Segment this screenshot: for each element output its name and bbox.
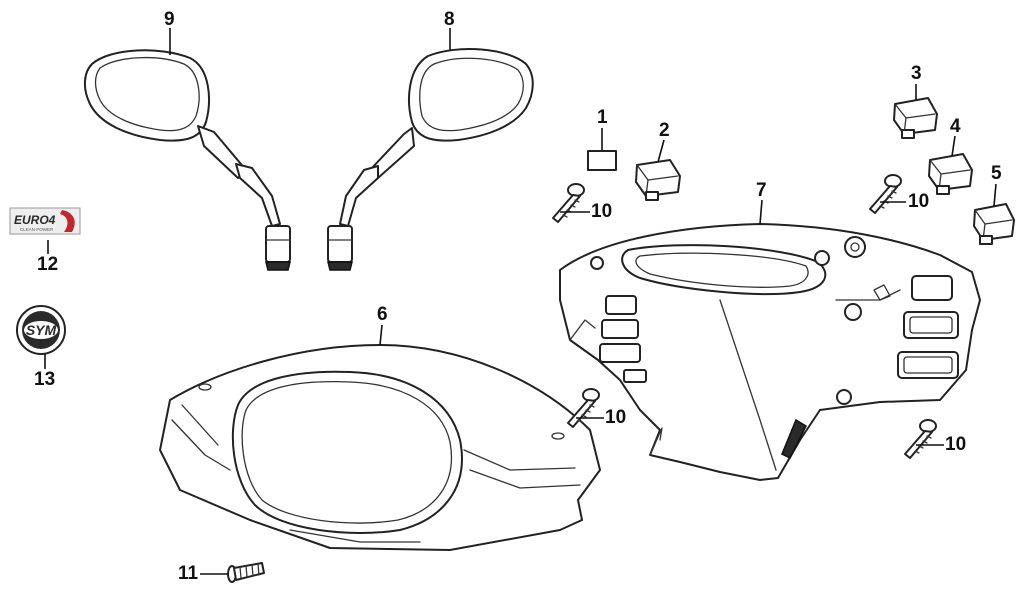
part-10-screw-lower-right (904, 419, 937, 459)
part-10-screw-upper-right (869, 174, 902, 214)
part-2-clip (635, 159, 681, 201)
part-12-euro4-badge: EURO4 CLEAN POWER (9, 207, 81, 235)
part-6-front-cover (159, 344, 601, 551)
callout-5: 5 (991, 163, 1002, 184)
leader-5 (993, 183, 997, 207)
callout-12: 12 (37, 254, 59, 275)
callout-10-upper-right: 10 (908, 191, 930, 212)
callout-8: 8 (444, 9, 455, 30)
part-10-screw-middle (567, 388, 600, 428)
euro4-badge-text: EURO4 (14, 213, 56, 227)
leader-4 (951, 135, 956, 157)
leader-6 (379, 324, 383, 346)
part-13-sym-logo: SYM (16, 305, 66, 355)
part-3-clip (893, 97, 938, 139)
sym-logo-text: SYM (26, 322, 57, 338)
leader-7 (759, 199, 763, 225)
part-8-right-mirror (327, 48, 534, 271)
callout-3: 3 (911, 63, 922, 84)
leader-2 (657, 139, 665, 163)
callout-1: 1 (597, 107, 608, 128)
callout-11: 11 (178, 563, 199, 584)
callout-10-middle: 10 (605, 407, 627, 428)
leader-lines (44, 28, 997, 575)
callout-2: 2 (659, 120, 670, 141)
callout-6: 6 (377, 304, 388, 325)
part-5-clip (973, 203, 1015, 245)
part-10-screw-upper-left (552, 183, 585, 223)
part-7-rear-cover (559, 223, 981, 481)
euro4-badge-subtext: CLEAN POWER (20, 227, 54, 232)
callout-10-upper-left: 10 (591, 201, 613, 222)
part-11-bolt (227, 562, 265, 583)
callout-10-lower-right: 10 (945, 434, 967, 455)
part-9-left-mirror (84, 49, 291, 271)
callout-4: 4 (950, 116, 961, 137)
callout-7: 7 (756, 180, 767, 201)
part-1-label (587, 150, 617, 171)
callout-9: 9 (164, 9, 175, 30)
callout-13: 13 (34, 369, 56, 390)
part-4-clip (928, 153, 973, 195)
